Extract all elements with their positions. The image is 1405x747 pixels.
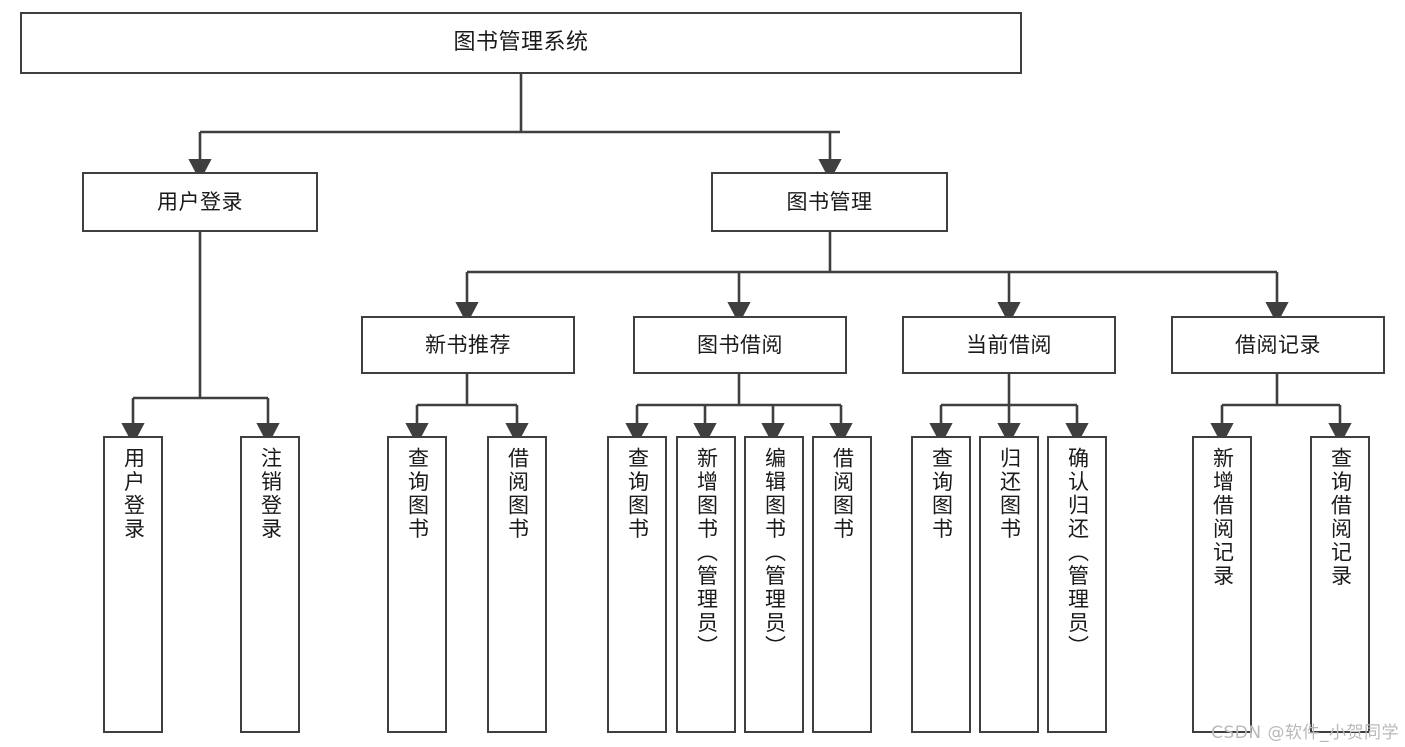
node-label: 图书管理系统 (453, 30, 589, 56)
node-label: 编辑图书（管理员） (762, 447, 787, 659)
leaf-return-books[interactable]: 归还图书 (979, 436, 1039, 733)
node-label: 查询图书 (929, 447, 954, 541)
csdn-watermark: CSDN @软件_小贺同学 (1211, 723, 1399, 743)
node-label: 用户登录 (157, 189, 243, 214)
leaf-query-books-current[interactable]: 查询图书 (911, 436, 971, 733)
node-borrowing-records[interactable]: 借阅记录 (1171, 316, 1385, 374)
leaf-add-borrow-record[interactable]: 新增借阅记录 (1192, 436, 1252, 733)
node-label: 归还图书 (997, 447, 1022, 541)
node-label: 新增借阅记录 (1210, 447, 1235, 588)
node-label: 新增图书（管理员） (694, 447, 719, 659)
node-root-book-management-system[interactable]: 图书管理系统 (20, 12, 1022, 74)
node-label: 查询图书 (405, 447, 430, 541)
node-label: 借阅图书 (830, 447, 855, 541)
leaf-query-books-borrowing[interactable]: 查询图书 (607, 436, 667, 733)
node-label: 确认归还（管理员） (1065, 447, 1090, 659)
node-book-borrowing[interactable]: 图书借阅 (633, 316, 847, 374)
leaf-logout[interactable]: 注销登录 (240, 436, 300, 733)
node-label: 查询借阅记录 (1328, 447, 1353, 588)
leaf-confirm-return-admin[interactable]: 确认归还（管理员） (1047, 436, 1107, 733)
leaf-query-books-recommend[interactable]: 查询图书 (387, 436, 447, 733)
node-label: 查询图书 (625, 447, 650, 541)
node-current-borrowing[interactable]: 当前借阅 (902, 316, 1116, 374)
leaf-query-borrow-record[interactable]: 查询借阅记录 (1310, 436, 1370, 733)
leaf-user-login[interactable]: 用户登录 (103, 436, 163, 733)
node-user-login[interactable]: 用户登录 (82, 172, 318, 232)
node-label: 新书推荐 (425, 332, 511, 357)
node-label: 当前借阅 (966, 332, 1052, 357)
node-book-management[interactable]: 图书管理 (711, 172, 948, 232)
leaf-borrow-books-borrowing[interactable]: 借阅图书 (812, 436, 872, 733)
node-label: 注销登录 (258, 447, 283, 541)
leaf-edit-book-admin[interactable]: 编辑图书（管理员） (744, 436, 804, 733)
node-label: 图书借阅 (697, 332, 783, 357)
node-label: 借阅图书 (505, 447, 530, 541)
leaf-add-book-admin[interactable]: 新增图书（管理员） (676, 436, 736, 733)
leaf-borrow-books-recommend[interactable]: 借阅图书 (487, 436, 547, 733)
node-new-book-recommendation[interactable]: 新书推荐 (361, 316, 575, 374)
node-label: 借阅记录 (1235, 332, 1321, 357)
node-label: 图书管理 (786, 189, 873, 214)
node-label: 用户登录 (121, 447, 146, 541)
